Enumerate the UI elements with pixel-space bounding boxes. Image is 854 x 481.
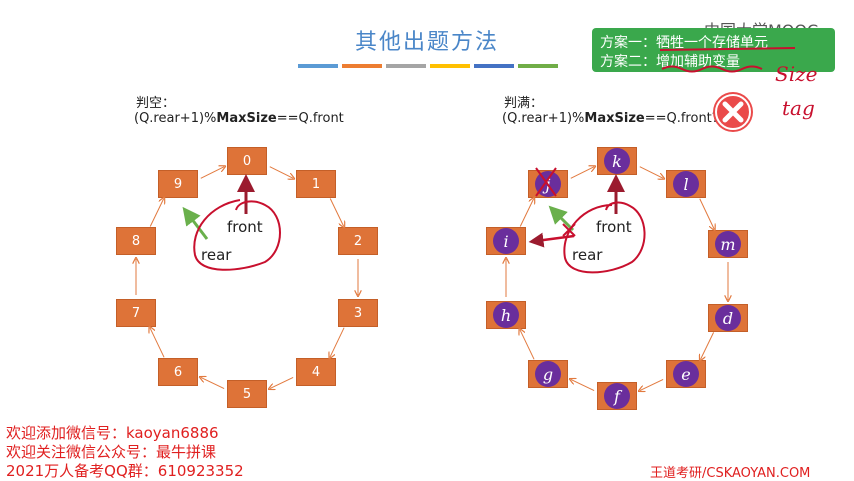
ring-arrows [136, 167, 728, 391]
left-slot-6: 6 [158, 358, 198, 386]
queue-element-f: f [604, 383, 630, 409]
left-ring-arrow [329, 198, 344, 226]
queue-element-m: m [715, 231, 741, 257]
options-box: 方案一：牺牲一个存储单元 方案二：增加辅助变量 [592, 28, 835, 72]
left-rear-arrow [182, 206, 209, 240]
queue-element-i: i [493, 228, 519, 254]
footer-brand: 王道考研/CSKAOYAN.COM [650, 466, 811, 481]
title-color-bar [342, 64, 382, 68]
title-color-bar [518, 64, 558, 68]
title-color-bar [386, 64, 426, 68]
left-ring-arrow [270, 377, 294, 388]
left-pointer-circle [193, 199, 281, 271]
left-slot-2: 2 [338, 227, 378, 255]
j-cross-mark [535, 167, 557, 197]
watermark-line-1: 欢迎添加微信号：kaoyan6886 [6, 424, 219, 442]
right-ring-arrow [639, 166, 663, 179]
left-rear-label: rear [201, 246, 232, 264]
option2-underline [661, 65, 763, 73]
queue-element-e: e [673, 361, 699, 387]
left-slot-3: 3 [338, 299, 378, 327]
left-slot-4: 4 [296, 358, 336, 386]
right-ring-arrow [519, 198, 534, 227]
right-ring-arrow [640, 379, 664, 390]
left-slot-0: 0 [227, 147, 267, 175]
right-pointer-circle [563, 201, 646, 274]
right-label: 判满： [504, 96, 544, 111]
right-rear-new-arrow [528, 232, 575, 248]
right-ring-arrow [520, 330, 535, 360]
left-ring-arrow [269, 166, 293, 179]
handwritten-size: Size [775, 62, 818, 86]
rear-cross-mark [562, 223, 576, 237]
queue-element-g: g [535, 361, 561, 387]
queue-element-l: l [673, 171, 699, 197]
left-slot-7: 7 [116, 299, 156, 327]
queue-element-k: k [604, 148, 630, 174]
left-slot-9: 9 [158, 170, 198, 198]
watermark-line-2: 欢迎关注微信公众号：最牛拼课 [6, 443, 217, 461]
left-ring-arrow [201, 377, 225, 389]
title-color-bar [474, 64, 514, 68]
left-ring-arrow [150, 328, 165, 358]
watermark: 欢迎添加微信号：kaoyan6886 欢迎关注微信公众号：最牛拼课 2021万人… [6, 424, 244, 481]
queue-element-d: d [715, 305, 741, 331]
left-formula: (Q.rear+1)%MaxSize==Q.front [134, 111, 344, 126]
left-front-label: front [227, 218, 263, 236]
right-ring-arrow [571, 379, 595, 391]
handwritten-tag: tag [782, 96, 815, 120]
left-ring-arrow [149, 198, 164, 227]
right-ring-arrow [699, 198, 714, 230]
left-label: 判空： [136, 96, 176, 111]
option-1-text: 方案一：牺牲一个存储单元 [600, 35, 768, 51]
right-rear-label: rear [572, 246, 603, 264]
left-slot-1: 1 [296, 170, 336, 198]
title-color-bars [298, 64, 558, 68]
queue-element-h: h [493, 302, 519, 328]
right-rear-arrow [548, 205, 575, 232]
left-slot-8: 8 [116, 227, 156, 255]
left-slot-5: 5 [227, 380, 267, 408]
title-color-bar [430, 64, 470, 68]
left-ring-arrow [330, 327, 345, 358]
slide-title: 其他出题方法 [354, 30, 499, 55]
title-color-bar [298, 64, 338, 68]
watermark-line-3: 2021万人备考QQ群：610923352 [6, 462, 244, 480]
right-front-label: front [596, 218, 632, 236]
option1-underline [659, 47, 796, 51]
right-ring-arrow [700, 332, 715, 359]
right-ring-arrow [570, 167, 594, 179]
left-ring-arrow [200, 167, 224, 179]
option-2-text: 方案二：增加辅助变量 [600, 54, 740, 70]
right-formula: (Q.rear+1)%MaxSize==Q.front? [502, 111, 719, 126]
close-icon [713, 92, 753, 132]
